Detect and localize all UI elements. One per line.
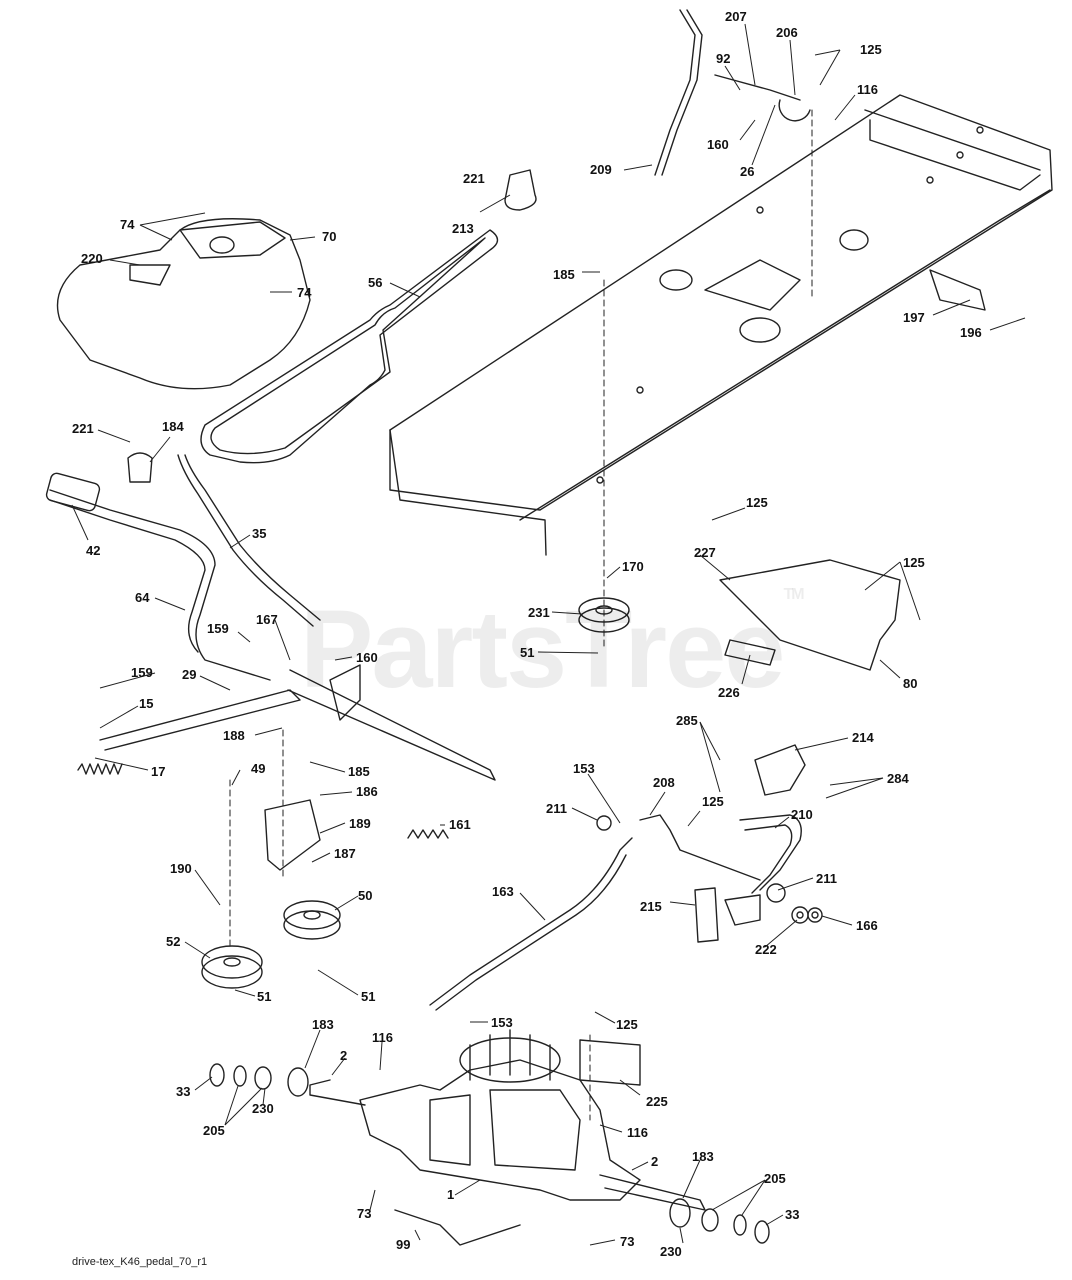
callout-label: 116 [627, 1125, 648, 1140]
transaxle [309, 1029, 706, 1211]
callout-label: 167 [256, 612, 278, 627]
callout-label: 189 [349, 816, 371, 831]
callout-label: 215 [640, 899, 662, 914]
callout-label: 74 [297, 285, 312, 300]
callout-label: 227 [694, 545, 716, 560]
callout-label: 51 [361, 989, 376, 1004]
callout-label: 49 [251, 761, 266, 776]
trademark-mark: TM [783, 586, 804, 603]
callout-label: 35 [252, 526, 267, 541]
callout-label: 220 [81, 251, 103, 266]
pedal-shaft [45, 472, 496, 781]
drive-belt [200, 229, 499, 464]
callout-label: 125 [702, 794, 724, 809]
callout-label: 64 [135, 590, 150, 605]
shift-lever [177, 454, 321, 627]
callout-label: 51 [257, 989, 272, 1004]
callout-label: 183 [312, 1017, 334, 1032]
callout-label: 92 [716, 51, 731, 66]
callout-label: 161 [449, 817, 471, 832]
callout-label: 125 [616, 1017, 638, 1032]
callout-label: 50 [358, 888, 373, 903]
callout-label: 230 [252, 1101, 274, 1116]
pulleys [201, 597, 630, 989]
callout-label: 186 [356, 784, 378, 799]
callout-label: 73 [357, 1206, 372, 1221]
callout-label: 2 [340, 1048, 348, 1063]
watermark: PartsTreeTM [300, 586, 805, 713]
callout-label: 211 [816, 871, 837, 886]
callout-label: 231 [528, 605, 550, 620]
callout-label: 52 [166, 934, 181, 949]
frame [389, 94, 1053, 556]
callout-label: 80 [903, 676, 918, 691]
callout-label: 196 [960, 325, 982, 340]
callout-label: 205 [764, 1171, 786, 1186]
callout-label: 125 [860, 42, 882, 57]
callout-label: 42 [86, 543, 101, 558]
callout-label: 184 [162, 419, 184, 434]
callout-label: 70 [322, 229, 337, 244]
callout-label: 183 [692, 1149, 714, 1164]
callout-label: 187 [334, 846, 356, 861]
callout-label: 209 [590, 162, 612, 177]
callout-label: 125 [903, 555, 925, 570]
callout-label: 190 [170, 861, 192, 876]
callout-label: 225 [646, 1094, 668, 1109]
callout-label: 1 [447, 1187, 455, 1202]
callout-label: 159 [207, 621, 229, 636]
callout-label: 211 [546, 801, 567, 816]
callout-label: 153 [573, 761, 595, 776]
callout-label: 153 [491, 1015, 513, 1030]
axle-parts [209, 1063, 770, 1244]
watermark-text: PartsTree [300, 588, 785, 711]
callout-label: 213 [452, 221, 474, 236]
callout-label: 166 [856, 918, 878, 933]
callout-label: 210 [791, 807, 813, 822]
callout-label: 222 [755, 942, 777, 957]
callout-label: 26 [740, 164, 755, 179]
callout-label: 116 [372, 1030, 393, 1045]
callout-label: 2 [651, 1154, 659, 1169]
callout-label: 208 [653, 775, 675, 790]
callout-label: 160 [707, 137, 729, 152]
callout-label: 221 [72, 421, 94, 436]
callout-label: 226 [718, 685, 740, 700]
fender [56, 218, 311, 390]
callout-label: 185 [553, 267, 575, 282]
callout-label: 285 [676, 713, 698, 728]
diagram-caption: drive-tex_K46_pedal_70_r1 [72, 1256, 208, 1268]
callout-label: 51 [520, 645, 535, 660]
callout-label: 230 [660, 1244, 682, 1259]
callout-label: 207 [725, 9, 747, 24]
callout-label: 163 [492, 884, 514, 899]
callout-label: 125 [746, 495, 768, 510]
callout-label: 188 [223, 728, 245, 743]
callout-label: 284 [887, 771, 909, 786]
callout-label: 29 [182, 667, 197, 682]
callout-label: 56 [368, 275, 383, 290]
callout-label: 206 [776, 25, 798, 40]
callout-label: 33 [176, 1084, 191, 1099]
callout-label: 159 [131, 665, 153, 680]
callout-label: 221 [463, 171, 485, 186]
callout-label: 74 [120, 217, 135, 232]
callout-label: 185 [348, 764, 370, 779]
callout-label: 73 [620, 1234, 635, 1249]
callout-label: 205 [203, 1123, 225, 1138]
callout-label: 99 [396, 1237, 411, 1252]
callout-label: 15 [139, 696, 154, 711]
callout-label: 33 [785, 1207, 800, 1222]
callout-label: 197 [903, 310, 925, 325]
callout-label: 214 [852, 730, 874, 745]
callout-label: 160 [356, 650, 378, 665]
callout-label: 170 [622, 559, 644, 574]
callout-label: 17 [151, 764, 166, 779]
callout-label: 116 [857, 82, 878, 97]
